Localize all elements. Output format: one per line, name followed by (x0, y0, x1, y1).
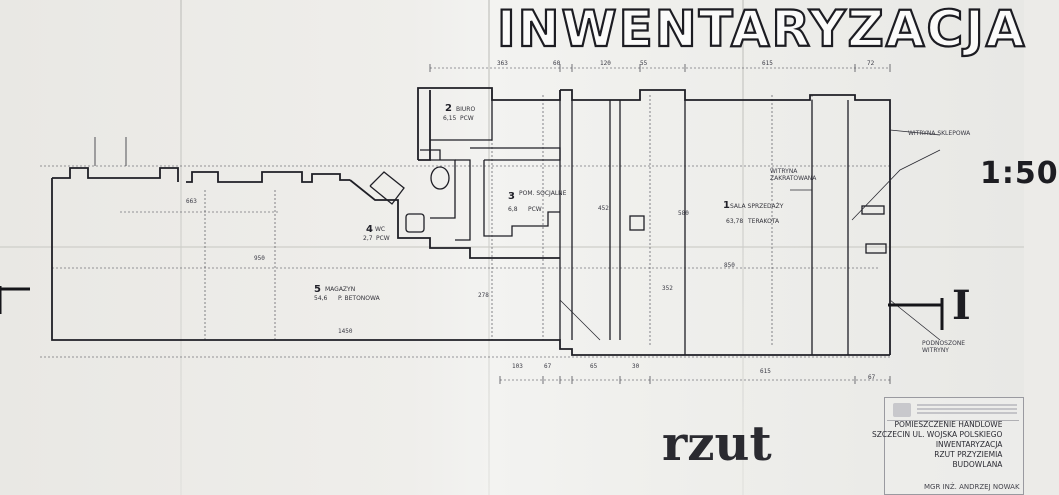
dim-inner: 278 (478, 292, 489, 299)
desc-line: BUDOWLANA (952, 460, 1003, 469)
dim-top: 60 (553, 60, 561, 67)
room-1-area: 63,78 (726, 218, 744, 225)
paper-fold (0, 246, 1024, 248)
section-marker: I (952, 282, 971, 329)
room-5-name: MAGAZYN (325, 286, 356, 293)
room-4-area: 2,7 (363, 235, 373, 242)
room-5-area: 54,6 (314, 295, 328, 302)
dim-top: 55 (640, 60, 648, 67)
dim-inner: 950 (254, 255, 265, 262)
stamp-text (917, 404, 1017, 416)
desc-line: POMIESZCZENIE HANDLOWE (894, 420, 1003, 429)
room-2-floor: PCW (460, 115, 474, 122)
dim-bottom: 615 (760, 368, 771, 375)
author-signature: MGR INŻ. ANDRZEJ NOWAK (924, 483, 1020, 491)
view-label: rzut (662, 416, 772, 472)
dim-inner: 1450 (338, 328, 353, 335)
room-2-number: 2 (445, 103, 452, 114)
drawing-title: INWENTARYZACJA (496, 0, 1027, 58)
room-5-floor: P. BETONOWA (338, 295, 380, 302)
room-4-name: WC (375, 226, 386, 233)
desc-line: INWENTARYZACJA (935, 440, 1003, 449)
dim-inner: 580 (678, 210, 689, 217)
dim-bottom: 65 (590, 363, 598, 370)
dim-top: 120 (600, 60, 611, 67)
room-2-name: BIURO (456, 106, 476, 113)
dim-bottom: 67 (868, 374, 876, 381)
desc-line: SZCZECIN UL. WOJSKA POLSKIEGO (872, 430, 1003, 439)
dim-inner: 452 (598, 205, 609, 212)
room-1-floor: TERAKOTA (748, 218, 780, 225)
dim-top: 363 (497, 60, 508, 67)
room-5-number: 5 (314, 284, 321, 295)
dim-bottom: 30 (632, 363, 640, 370)
room-1-number: 1 (723, 200, 730, 211)
stamp-logo (893, 403, 911, 417)
title-block (884, 397, 1024, 495)
room-3-number: 3 (508, 191, 515, 202)
dim-inner: 352 (662, 285, 673, 292)
room-3-name: POM. SOCJALNE (519, 190, 567, 197)
room-4-number: 4 (366, 224, 373, 235)
room-3-floor: PCW (528, 206, 542, 213)
note-podnoszone-witryny: PODNOSZONE WITRYNY (922, 340, 966, 354)
room-4-floor: PCW (376, 235, 390, 242)
office-stamp (887, 400, 1019, 421)
dim-bottom: 103 (512, 363, 523, 370)
floor-plan (0, 64, 944, 384)
note-witryna-zakratowana: WITRYNA ZAKRATOWANA (770, 168, 817, 182)
drawing-description: POMIESZCZENIE HANDLOWE SZCZECIN UL. WOJS… (872, 420, 1002, 470)
dim-inner: 850 (724, 262, 735, 269)
scale-label: 1:50 (980, 156, 1059, 191)
desc-line: RZUT PRZYZIEMIA (934, 450, 1003, 459)
room-3-area: 6,8 (508, 206, 518, 213)
room-1-name: SALA SPRZEDAŻY (730, 203, 784, 210)
dim-inner: 663 (186, 198, 197, 205)
dim-top: 615 (762, 60, 773, 67)
note-witryna-sklepowa: WITRYNA SKLEPOWA (908, 130, 971, 137)
dim-top: 72 (867, 60, 875, 67)
room-2-area: 6,15 (443, 115, 457, 122)
dim-bottom: 67 (544, 363, 552, 370)
